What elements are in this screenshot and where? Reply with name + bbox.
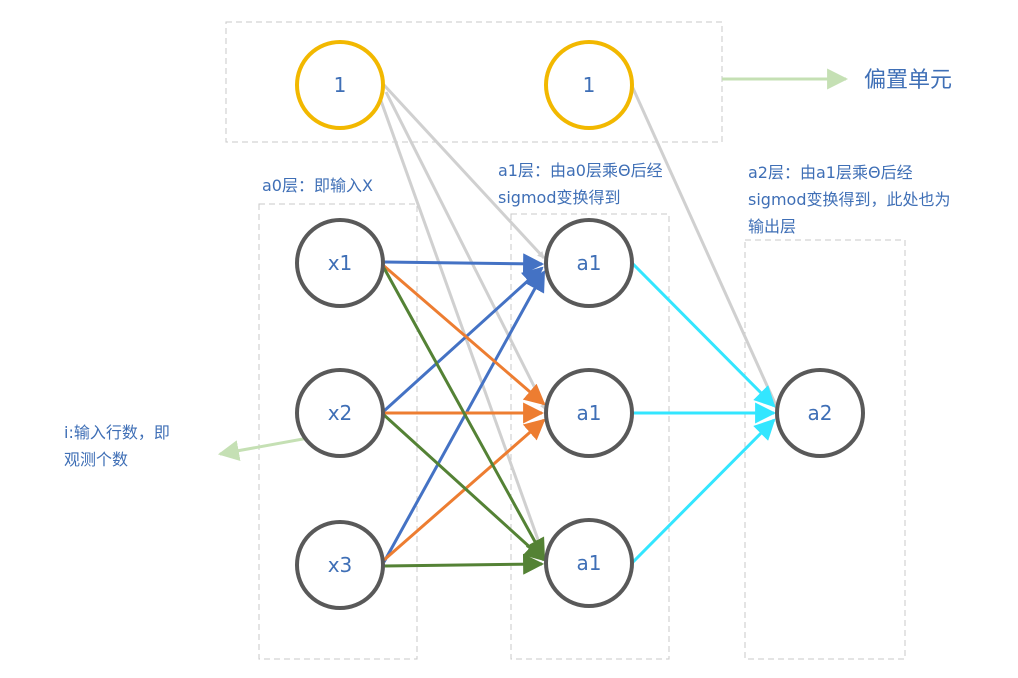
edge-bias1-a1-mid bbox=[384, 91, 548, 411]
input-node-x1-label: x1 bbox=[328, 251, 353, 275]
bias-node-1-label: 1 bbox=[334, 73, 347, 97]
output-edges bbox=[631, 262, 777, 564]
output-node-a2-label: a2 bbox=[808, 401, 833, 425]
hidden-node-3 bbox=[544, 518, 634, 608]
input-node-x2-label: x2 bbox=[328, 401, 353, 425]
edge-x2-a1-bot bbox=[382, 413, 546, 562]
hidden-node-3-label: a1 bbox=[577, 551, 602, 575]
bias-group-box bbox=[225, 21, 723, 143]
bias-unit-label: 偏置单元 bbox=[864, 68, 952, 93]
edge-bias1-a1-bot bbox=[378, 97, 548, 563]
input-node-x2 bbox=[295, 368, 385, 458]
edge-bias1-a1-top bbox=[382, 83, 546, 260]
bias-node-2 bbox=[544, 40, 634, 130]
edge-x3-a1-bot bbox=[383, 553, 545, 575]
layer2-label-line1: a2层：由a1层乘Θ后经 bbox=[748, 163, 913, 182]
bias-node-2-label: 1 bbox=[583, 73, 596, 97]
input-node-x1 bbox=[295, 218, 385, 308]
layer0-label: a0层：即输入X bbox=[262, 176, 373, 195]
input-node-x3-label: x3 bbox=[328, 553, 353, 577]
edge-x2-a1-top bbox=[382, 266, 544, 413]
layer0-box bbox=[258, 203, 418, 660]
layer1-label-line2: sigmod变换得到 bbox=[498, 188, 620, 207]
edge-x1-a1-bot bbox=[382, 267, 546, 560]
layer1-label-line1: a1层：由a0层乘Θ后经 bbox=[498, 161, 663, 180]
bias-node-1 bbox=[295, 40, 385, 130]
edge-a1-bot-a2 bbox=[631, 418, 776, 564]
edge-x3-a1-mid bbox=[383, 418, 546, 562]
hidden-node-1 bbox=[544, 218, 634, 308]
output-node-a2 bbox=[775, 368, 865, 458]
edge-a1-top-a2 bbox=[631, 262, 776, 408]
x1-edges bbox=[382, 253, 546, 563]
layer2-label-line3: 输出层 bbox=[748, 217, 796, 236]
input-node-x3 bbox=[295, 520, 385, 610]
edge-x1-a1-mid bbox=[383, 264, 546, 406]
edge-x1-a1-top bbox=[383, 253, 545, 275]
edge-x3-a1-top bbox=[382, 270, 546, 563]
x3-edges bbox=[382, 267, 546, 575]
layer2-label-line2: sigmod变换得到，此处也为 bbox=[748, 190, 950, 209]
hidden-node-1-label: a1 bbox=[577, 251, 602, 275]
hidden-node-2-label: a1 bbox=[577, 401, 602, 425]
hidden-node-2 bbox=[544, 368, 634, 458]
layer1-box bbox=[510, 213, 670, 660]
input-rows-note-line1: i:输入行数，即 bbox=[64, 423, 170, 442]
layer2-box bbox=[744, 239, 906, 660]
edge-bias2-a2 bbox=[630, 85, 780, 411]
input-rows-note-line2: 观测个数 bbox=[64, 450, 128, 469]
bias-edges bbox=[378, 83, 780, 563]
